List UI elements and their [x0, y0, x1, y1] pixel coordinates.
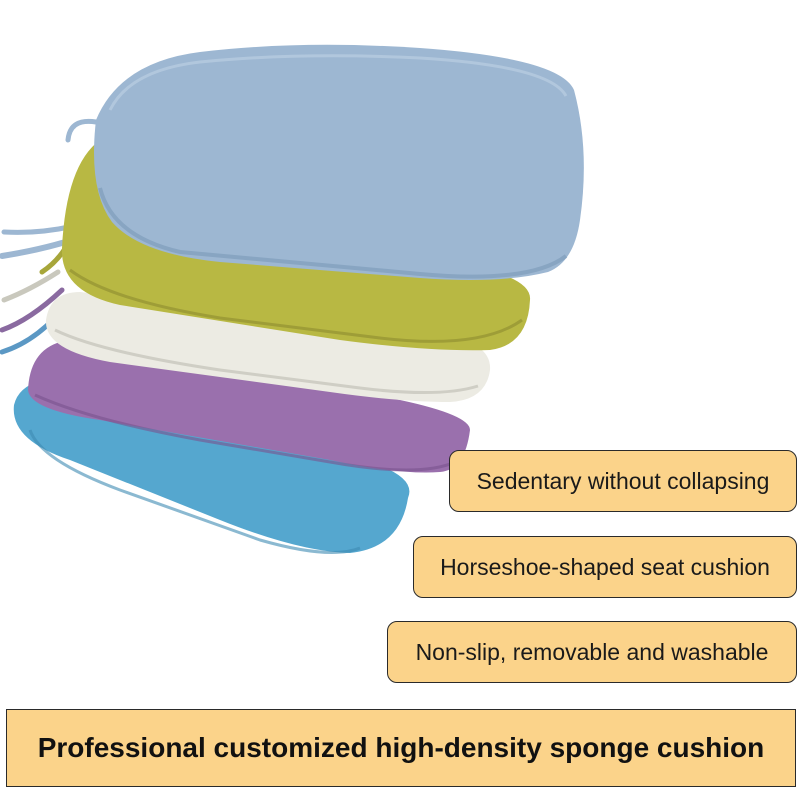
feature-tag-sedentary: Sedentary without collapsing — [449, 450, 797, 512]
purple-cushion — [28, 340, 470, 473]
headline-banner: Professional customized high-density spo… — [6, 709, 796, 787]
headline-text: Professional customized high-density spo… — [37, 732, 765, 763]
feature-tag-horseshoe: Horseshoe-shaped seat cushion — [413, 536, 797, 598]
feature-text: Horseshoe-shaped seat cushion — [440, 553, 770, 580]
feature-text: Sedentary without collapsing — [476, 467, 770, 494]
cream-cushion — [45, 292, 491, 402]
feature-tag-washable: Non-slip, removable and washable — [387, 621, 797, 683]
lightblue-cushion — [94, 44, 584, 280]
feature-text: Non-slip, removable and washable — [415, 638, 769, 665]
